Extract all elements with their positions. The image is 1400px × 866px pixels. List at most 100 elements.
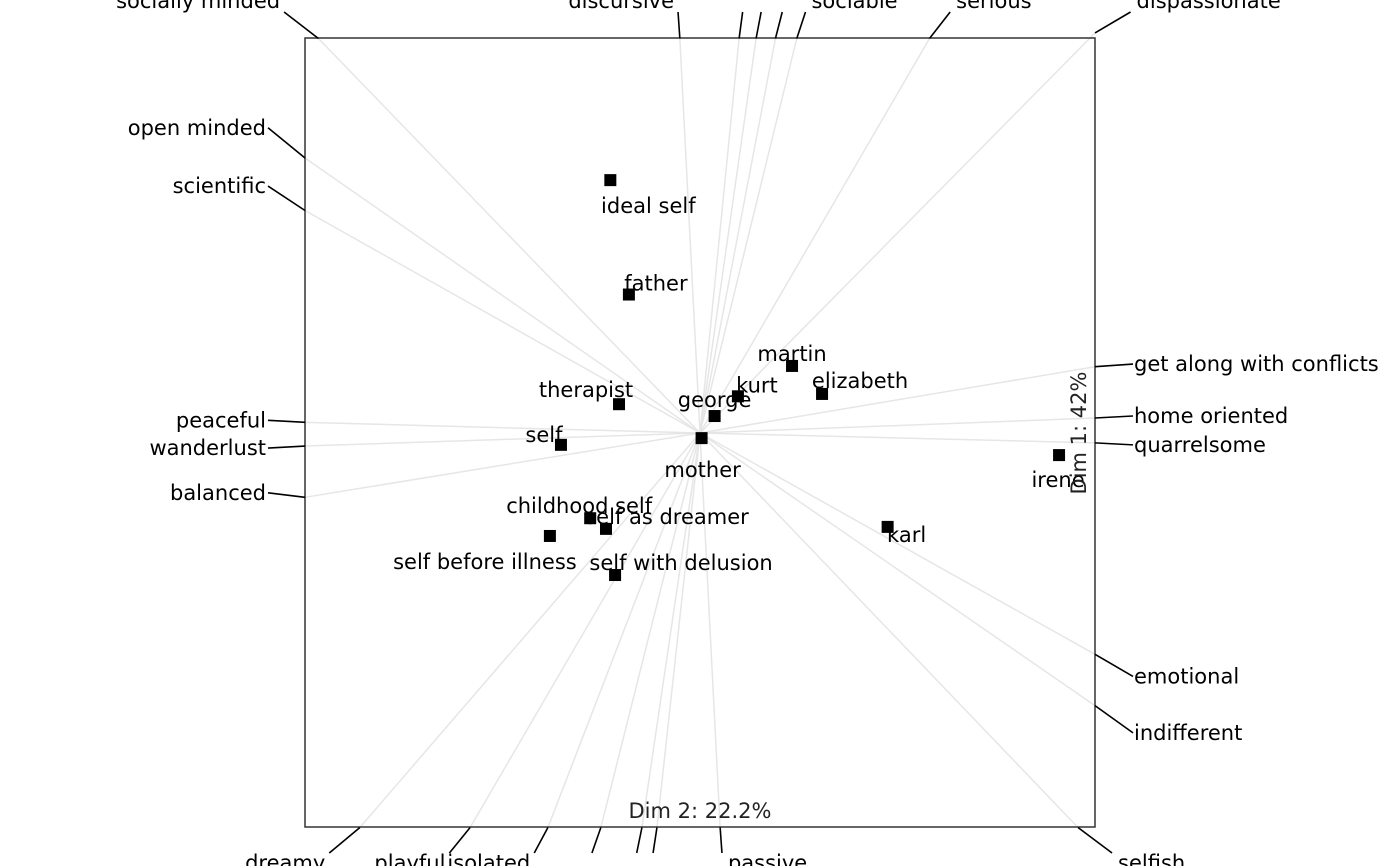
element-point-george <box>708 410 721 423</box>
construct-label-playful: playful <box>374 851 445 866</box>
construct-label-peaceful: peaceful <box>176 408 266 432</box>
element-label-self-with-delusion: self with delusion <box>589 551 772 575</box>
construct-lines <box>304 32 1096 829</box>
element-point-self-with-delusion <box>609 569 622 582</box>
connector-passive <box>719 827 723 854</box>
element-label-self-before-illness: self before illness <box>393 550 577 574</box>
connector-selfish <box>1077 826 1113 854</box>
element-point-ideal-self <box>604 174 617 187</box>
construct-label-dreamy: dreamy <box>245 851 325 866</box>
connector-unlabeled-3 <box>755 11 762 39</box>
construct-labels: socially minded discursive sociable serious… <box>116 0 1379 866</box>
connector-unlabeled-4 <box>774 11 784 39</box>
element-point-self-before-illness <box>543 529 556 542</box>
construct-label-emotional: emotional <box>1134 664 1239 688</box>
element-label-self: self <box>525 423 563 447</box>
construct-line-playful <box>469 432 701 828</box>
construct-line-dreamy <box>359 432 701 828</box>
connector-unlabeled-23 <box>635 827 643 854</box>
construct-line-unlabeled-3 <box>699 38 757 434</box>
plot-frame <box>304 37 1096 828</box>
construct-label-get-along-with-conflicts: get along with conflicts <box>1134 352 1379 376</box>
construct-line-peaceful <box>304 421 701 434</box>
element-label-george: george <box>678 388 752 412</box>
construct-label-selfish: selfish <box>1118 851 1185 866</box>
construct-line-unlabeled-22 <box>600 432 701 828</box>
construct-label-passive: passive <box>728 851 807 866</box>
element-point-elizabeth <box>816 387 829 400</box>
connector-discursive <box>677 11 681 39</box>
connector-serious <box>928 11 951 39</box>
construct-line-discursive <box>679 38 701 434</box>
construct-line-dispassionate <box>699 32 1096 434</box>
construct-label-socially-minded: socially minded <box>116 0 280 13</box>
construct-line-indifferent <box>699 432 1096 707</box>
connector-indifferent <box>1094 704 1134 734</box>
construct-line-passive <box>699 432 721 828</box>
connector-home-oriented <box>1094 415 1134 419</box>
element-point-irene <box>1053 449 1066 462</box>
construct-line-home-oriented <box>699 417 1096 434</box>
element-point-self-as-dreamer <box>599 522 612 535</box>
element-label-childhood-self: childhood self <box>506 494 653 518</box>
construct-label-quarrelsome: quarrelsome <box>1134 433 1266 457</box>
connector-unlabeled-2 <box>738 11 744 39</box>
element-point-childhood-self <box>584 512 597 525</box>
connector-scientific <box>267 185 306 212</box>
construct-label-discursive: discursive <box>568 0 674 13</box>
element-label-martin: martin <box>757 342 826 366</box>
construct-label-dispassionate: dispassionate <box>1137 0 1281 13</box>
construct-line-unlabeled-2 <box>699 38 740 434</box>
construct-line-unlabeled-24 <box>656 432 701 828</box>
construct-label-open-minded: open minded <box>128 116 266 140</box>
element-point-father <box>622 288 635 301</box>
construct-label-wanderlust: wanderlust <box>149 436 266 460</box>
connector-quarrelsome <box>1094 442 1134 446</box>
element-label-mother: mother <box>664 458 741 482</box>
connector-unlabeled-22 <box>591 827 602 854</box>
connector-dispassionate <box>1094 11 1131 34</box>
construct-label-balanced: balanced <box>170 481 266 505</box>
element-label-ideal-self: ideal self <box>601 194 696 218</box>
construct-line-socially-minded <box>317 37 701 434</box>
construct-line-sociable <box>699 38 798 434</box>
construct-line-serious <box>699 38 931 434</box>
connector-open-minded <box>267 127 306 159</box>
x-axis-label: Dim 2: 22.2% <box>629 799 772 823</box>
construct-line-emotional <box>699 432 1096 655</box>
construct-line-scientific <box>304 209 701 434</box>
connector-balanced <box>267 492 306 499</box>
construct-label-isolated: isolated <box>447 851 530 866</box>
connector-sociable <box>796 11 807 39</box>
y-axis-label: Dim 1: 42% <box>1067 372 1091 495</box>
construct-line-wanderlust <box>304 432 701 447</box>
construct-line-open-minded <box>304 157 701 434</box>
element-points <box>543 174 1066 582</box>
element-label-irene: irene <box>1031 468 1084 492</box>
construct-line-unlabeled-4 <box>699 38 777 434</box>
construct-label-indifferent: indifferent <box>1134 721 1242 745</box>
construct-line-quarrelsome <box>699 432 1096 444</box>
construct-line-get-along-with-conflicts <box>699 365 1096 434</box>
label-connectors <box>267 11 1134 854</box>
element-label-elizabeth: elizabeth <box>812 369 908 393</box>
construct-line-unlabeled-23 <box>641 432 701 828</box>
element-label-therapist: therapist <box>539 378 633 402</box>
element-point-karl <box>881 520 894 533</box>
connector-isolated <box>533 827 549 854</box>
connector-wanderlust <box>267 445 306 449</box>
connector-get-along-with-conflicts <box>1094 363 1134 368</box>
construct-line-isolated <box>547 432 701 828</box>
element-point-mother <box>695 432 708 445</box>
connector-unlabeled-24 <box>652 827 658 854</box>
construct-label-sociable: sociable <box>811 0 897 13</box>
connector-peaceful <box>267 419 306 424</box>
element-point-therapist <box>613 398 626 411</box>
construct-line-selfish <box>699 432 1079 829</box>
connector-socially-minded <box>283 11 319 40</box>
element-label-karl: karl <box>887 523 926 547</box>
construct-label-serious: serious <box>956 0 1031 13</box>
element-point-kurt <box>731 390 744 403</box>
